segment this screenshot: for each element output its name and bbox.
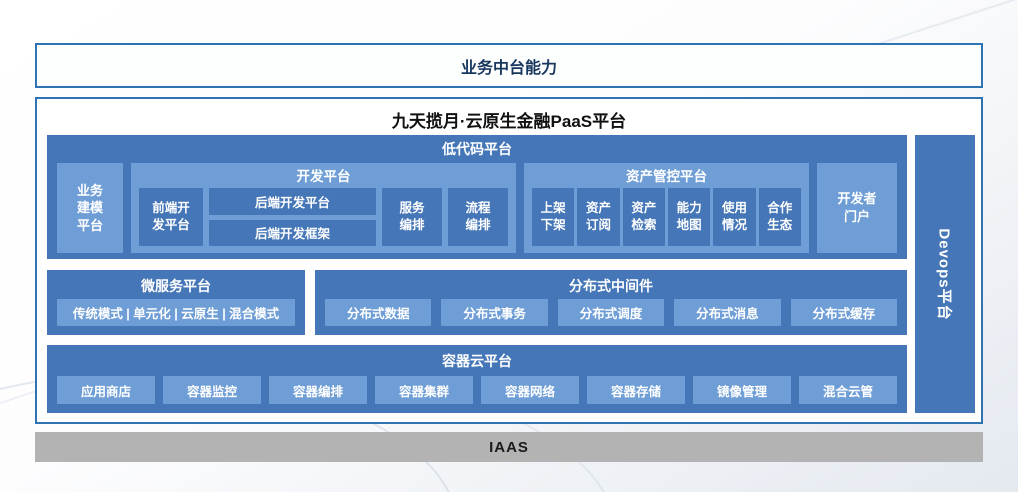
asset-item-label: 资产订阅: [586, 200, 611, 234]
backend-dev-platform-box: 后端开发平台: [209, 188, 376, 215]
business-modeling-platform-box: 业务建模平台: [57, 163, 123, 253]
developer-portal-label: 开发者门户: [838, 190, 877, 225]
microservice-modes-bar: 传统模式 | 单元化 | 云原生 | 混合模式: [57, 299, 295, 326]
container-cloud-items: 应用商店 容器监控 容器编排 容器集群 容器网络 容器存储 镜像管理 混合云管: [57, 376, 897, 404]
container-item-network: 容器网络: [481, 376, 579, 404]
middleware-item-transaction: 分布式事务: [441, 299, 547, 326]
process-orchestration-box: 流程编排: [448, 188, 508, 246]
service-orchestration-box: 服务编排: [382, 188, 442, 246]
devops-platform-strip: Devops平台: [915, 135, 975, 413]
backend-dev-framework-box: 后端开发框架: [209, 220, 376, 247]
dev-platform-title: 开发平台: [139, 165, 508, 185]
container-item-app-store: 应用商店: [57, 376, 155, 404]
asset-item-label: 上架下架: [541, 200, 566, 234]
developer-portal-box: 开发者门户: [817, 163, 897, 253]
asset-item-subscription: 资产订阅: [577, 188, 619, 246]
asset-control-platform-title: 资产管控平台: [532, 165, 801, 185]
service-orchestration-label: 服务编排: [400, 200, 425, 234]
container-cloud-platform-block: 容器云平台 应用商店 容器监控 容器编排 容器集群 容器网络 容器存储 镜像管理…: [47, 345, 907, 413]
microservice-platform-title: 微服务平台: [57, 276, 295, 296]
middleware-item-scheduling: 分布式调度: [558, 299, 664, 326]
dev-platform-section: 开发平台 前端开发平台 后端开发平台 后端开发框架 服务编排: [131, 163, 516, 253]
asset-item-label: 合作生态: [767, 200, 792, 234]
distributed-middleware-block: 分布式中间件 分布式数据 分布式事务 分布式调度 分布式消息 分布式缓存: [315, 270, 907, 335]
business-modeling-platform-label: 业务建模平台: [77, 182, 103, 235]
frontend-dev-platform-label: 前端开发平台: [152, 200, 190, 234]
asset-item-label: 资产检索: [631, 200, 656, 234]
asset-item-label: 能力地图: [677, 200, 702, 234]
distributed-middleware-title: 分布式中间件: [325, 276, 897, 296]
middleware-item-message: 分布式消息: [674, 299, 780, 326]
asset-item-ecosystem: 合作生态: [759, 188, 801, 246]
container-item-storage: 容器存储: [587, 376, 685, 404]
container-item-monitoring: 容器监控: [163, 376, 261, 404]
asset-item-search: 资产检索: [623, 188, 665, 246]
container-item-orchestration: 容器编排: [269, 376, 367, 404]
asset-item-usage: 使用情况: [713, 188, 755, 246]
paas-platform-title: 九天揽月·云原生金融PaaS平台: [37, 99, 981, 132]
asset-control-platform-section: 资产管控平台 上架下架 资产订阅 资产检索 能力地图 使用情况 合作生态: [524, 163, 809, 253]
asset-control-items: 上架下架 资产订阅 资产检索 能力地图 使用情况 合作生态: [532, 188, 801, 246]
microservice-platform-block: 微服务平台 传统模式 | 单元化 | 云原生 | 混合模式: [47, 270, 305, 335]
process-orchestration-label: 流程编排: [466, 200, 491, 234]
container-item-image-mgmt: 镜像管理: [693, 376, 791, 404]
iaas-bar: IAAS: [35, 432, 983, 462]
low-code-platform-block: 低代码平台 业务建模平台 开发平台 前端开发平台 后端开发平台 后端开发框架: [47, 135, 907, 259]
asset-item-label: 使用情况: [722, 200, 747, 234]
distributed-middleware-items: 分布式数据 分布式事务 分布式调度 分布式消息 分布式缓存: [325, 299, 897, 326]
middleware-item-data: 分布式数据: [325, 299, 431, 326]
container-item-cluster: 容器集群: [375, 376, 473, 404]
asset-item-listing: 上架下架: [532, 188, 574, 246]
middleware-item-cache: 分布式缓存: [791, 299, 897, 326]
iaas-label: IAAS: [489, 439, 529, 456]
dev-platform-items: 前端开发平台 后端开发平台 后端开发框架 服务编排 流程编排: [139, 188, 508, 246]
paas-platform-panel: 九天揽月·云原生金融PaaS平台 低代码平台 业务建模平台 开发平台 前端开发平…: [35, 97, 983, 424]
container-cloud-platform-title: 容器云平台: [57, 351, 897, 371]
frontend-dev-platform-box: 前端开发平台: [139, 188, 203, 246]
business-midplatform-label: 业务中台能力: [461, 54, 557, 78]
devops-platform-label: Devops平台: [935, 228, 956, 320]
backend-dev-column: 后端开发平台 后端开发框架: [209, 188, 376, 246]
low-code-platform-title: 低代码平台: [57, 139, 897, 159]
container-item-hybrid-cloud: 混合云管: [799, 376, 897, 404]
business-midplatform-banner: 业务中台能力: [35, 43, 983, 88]
asset-item-capability-map: 能力地图: [668, 188, 710, 246]
low-code-platform-content: 业务建模平台 开发平台 前端开发平台 后端开发平台 后端开发框架 服务编排: [57, 163, 897, 253]
